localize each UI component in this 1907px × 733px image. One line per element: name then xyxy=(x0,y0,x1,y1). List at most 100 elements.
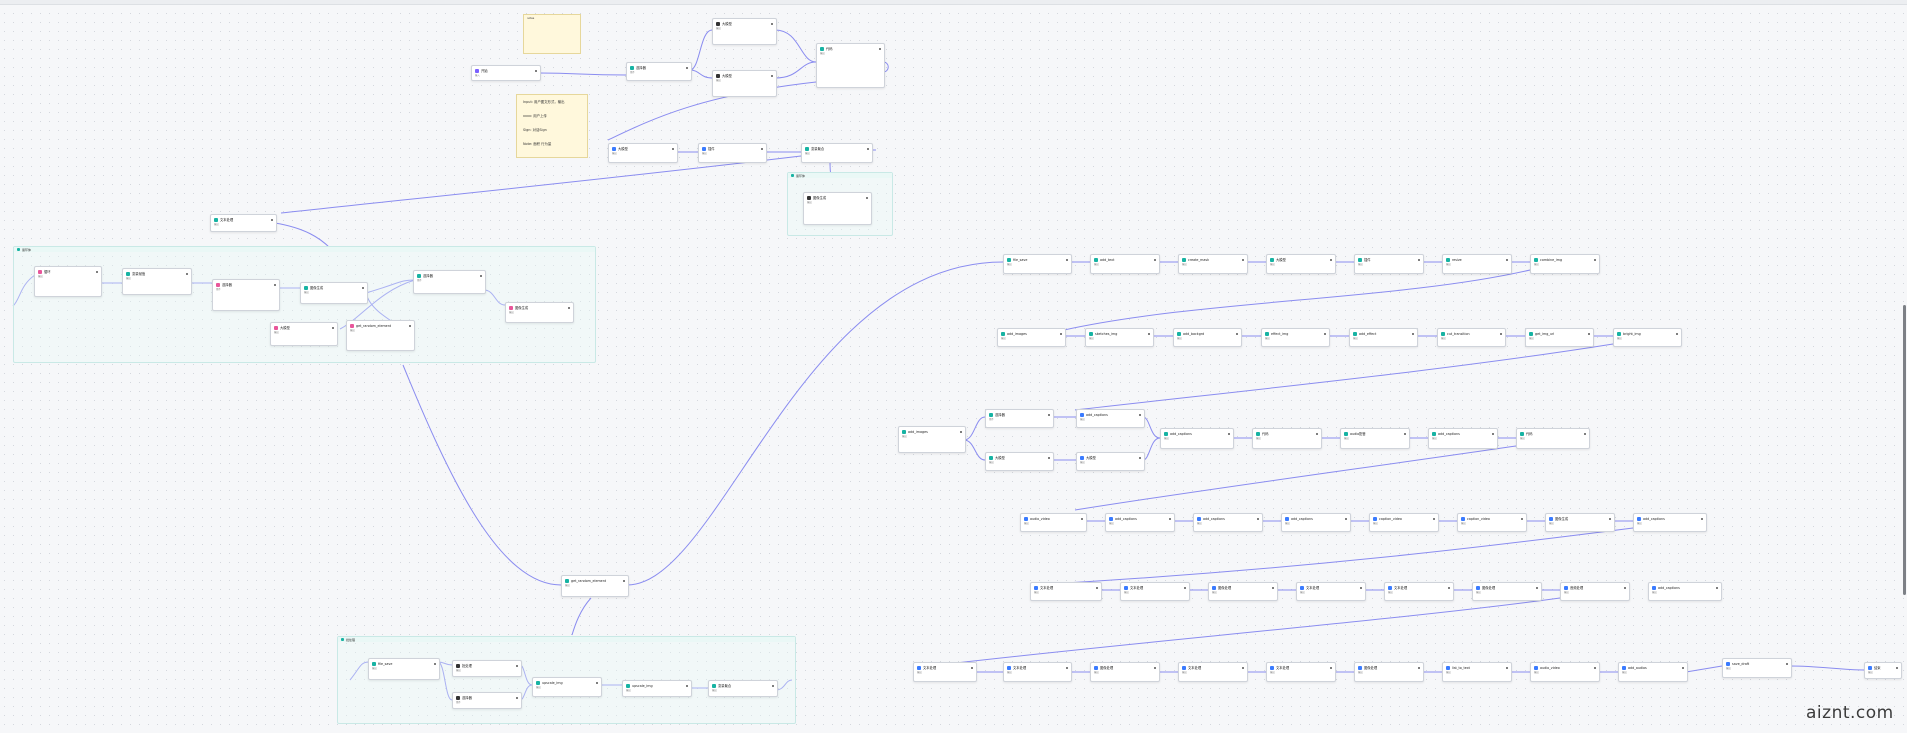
more-options-icon[interactable] xyxy=(971,666,973,669)
more-options-icon[interactable] xyxy=(1048,413,1050,416)
more-options-icon[interactable] xyxy=(1324,332,1326,335)
more-options-icon[interactable] xyxy=(516,696,518,699)
more-options-icon[interactable] xyxy=(480,274,482,277)
more-options-icon[interactable] xyxy=(1060,332,1062,335)
node-header[interactable]: file_save xyxy=(1004,255,1071,263)
node-header[interactable]: get_random_element xyxy=(562,576,628,584)
more-options-icon[interactable] xyxy=(1272,586,1274,589)
node-header[interactable]: add_captions xyxy=(1161,429,1233,437)
node-header[interactable]: 图像处理 xyxy=(1355,663,1423,671)
more-options-icon[interactable] xyxy=(1154,258,1156,261)
node-header[interactable]: add_captions xyxy=(1194,514,1262,522)
workflow-node[interactable]: 大模型输出 xyxy=(712,18,777,45)
node-header[interactable]: add_text xyxy=(1091,255,1159,263)
workflow-node[interactable]: 变量赋值输出 xyxy=(122,268,192,295)
more-options-icon[interactable] xyxy=(1506,258,1508,261)
node-header[interactable]: 变量聚合 xyxy=(709,681,777,689)
more-options-icon[interactable] xyxy=(1066,666,1068,669)
node-header[interactable]: audio_video xyxy=(1531,663,1599,671)
node-header[interactable]: add_captions xyxy=(1077,410,1144,418)
node-header[interactable]: add_audios xyxy=(1619,663,1687,671)
node-header[interactable]: bright_img xyxy=(1614,329,1681,337)
node-header[interactable]: 音频处理 xyxy=(1561,583,1629,591)
more-options-icon[interactable] xyxy=(1330,258,1332,261)
workflow-node[interactable]: 代码输出 xyxy=(1516,428,1590,449)
note-big[interactable]: Input: 用户图文形式，输出 xxxx: 用户上传 Sign: 对话Sign… xyxy=(516,94,588,158)
more-options-icon[interactable] xyxy=(434,662,436,665)
workflow-node[interactable]: audio配音输出 xyxy=(1340,428,1410,449)
more-options-icon[interactable] xyxy=(186,272,188,275)
node-header[interactable]: get_random_element xyxy=(347,321,414,329)
group-header[interactable]: 批处理 xyxy=(338,637,795,642)
node-header[interactable]: 文本处理 xyxy=(1385,583,1453,591)
node-header[interactable]: 文本处理 xyxy=(1121,583,1189,591)
more-options-icon[interactable] xyxy=(409,324,411,327)
more-options-icon[interactable] xyxy=(1148,332,1150,335)
node-header[interactable]: sketches_img xyxy=(1086,329,1153,337)
workflow-node[interactable]: 批处理输出 xyxy=(452,660,522,677)
workflow-node[interactable]: 文本处理输出 xyxy=(1296,582,1366,601)
more-options-icon[interactable] xyxy=(867,147,869,150)
more-options-icon[interactable] xyxy=(1236,332,1238,335)
workflow-node[interactable]: 选择器条件 xyxy=(212,279,280,311)
node-header[interactable]: 文本处理 xyxy=(1031,583,1101,591)
node-header[interactable]: resize xyxy=(1443,255,1511,263)
more-options-icon[interactable] xyxy=(960,430,962,433)
more-options-icon[interactable] xyxy=(1448,586,1450,589)
group-header[interactable]: 循环体 xyxy=(14,247,595,252)
node-header[interactable]: save_draft xyxy=(1723,659,1791,667)
more-options-icon[interactable] xyxy=(771,74,773,77)
node-header[interactable]: add_effect xyxy=(1350,329,1417,337)
node-header[interactable]: 大模型 xyxy=(713,71,776,79)
node-header[interactable]: 文本处理 xyxy=(211,215,276,223)
workflow-node[interactable]: 结束输出 xyxy=(1864,662,1902,679)
more-options-icon[interactable] xyxy=(771,22,773,25)
more-options-icon[interactable] xyxy=(1521,517,1523,520)
vertical-scrollbar-thumb[interactable] xyxy=(1903,305,1906,595)
more-options-icon[interactable] xyxy=(1081,517,1083,520)
workflow-node[interactable]: 文本处理输出 xyxy=(1178,662,1248,682)
more-options-icon[interactable] xyxy=(1242,666,1244,669)
workflow-node[interactable]: 大模型输出 xyxy=(985,452,1054,471)
more-options-icon[interactable] xyxy=(596,681,598,684)
node-header[interactable]: 变量聚合 xyxy=(802,144,872,152)
node-header[interactable]: create_mask xyxy=(1179,255,1247,263)
workflow-node[interactable]: 代码输出 xyxy=(1252,428,1322,449)
more-options-icon[interactable] xyxy=(1066,258,1068,261)
node-header[interactable]: 图像处理 xyxy=(1473,583,1541,591)
more-options-icon[interactable] xyxy=(1536,586,1538,589)
node-header[interactable]: 开始 xyxy=(472,66,540,74)
more-options-icon[interactable] xyxy=(1584,432,1586,435)
more-options-icon[interactable] xyxy=(1412,332,1414,335)
node-header[interactable]: 大模型 xyxy=(609,144,677,152)
more-options-icon[interactable] xyxy=(271,218,273,221)
node-header[interactable]: get_img_url xyxy=(1526,329,1593,337)
node-header[interactable]: 图像生成 xyxy=(804,193,871,201)
node-header[interactable]: 文本处理 xyxy=(1267,663,1335,671)
workflow-node[interactable]: 选择器条件 xyxy=(985,409,1054,428)
more-options-icon[interactable] xyxy=(1418,666,1420,669)
more-options-icon[interactable] xyxy=(1139,456,1141,459)
node-header[interactable]: 代码 xyxy=(1253,429,1321,437)
more-options-icon[interactable] xyxy=(568,306,570,309)
workflow-node[interactable]: 大模型输出 xyxy=(1076,452,1145,471)
workflow-node[interactable]: 图像生成输出 xyxy=(300,282,368,304)
more-options-icon[interactable] xyxy=(1682,666,1684,669)
node-header[interactable]: caption_video xyxy=(1458,514,1526,522)
